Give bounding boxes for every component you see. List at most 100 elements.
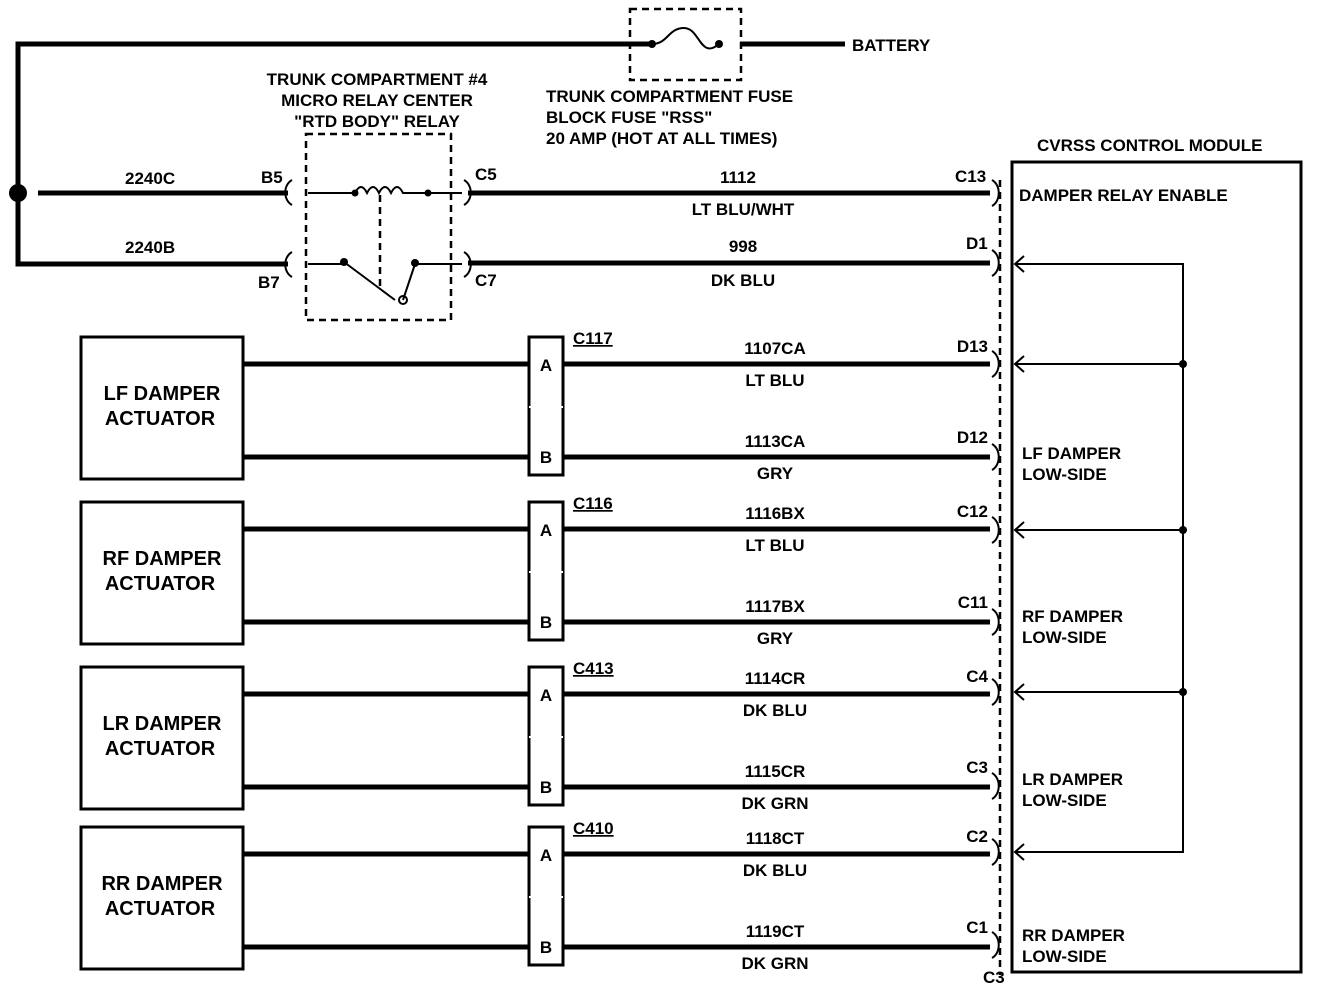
wire-a-circuit: 1118CT: [746, 829, 805, 848]
module-pin-a-label: D13: [957, 337, 988, 356]
battery-feed-wire: [15, 41, 845, 267]
fuse-label-1: TRUNK COMPARTMENT FUSE: [546, 87, 793, 106]
module-pin-a-label: C2: [966, 827, 988, 846]
connector-pin-b: B: [540, 778, 552, 797]
cvrss-control-module-box: [1010, 160, 1303, 974]
switch-lead-right: [402, 263, 462, 301]
module-pin-symbol: [991, 249, 1000, 277]
fuse-label-3: 20 AMP (HOT AT ALL TIMES): [546, 129, 777, 148]
connector-pin-a: A: [540, 521, 552, 540]
pin-c5-label: C5: [475, 165, 497, 184]
splice-point: [9, 184, 27, 202]
wire-2240b-label: 2240B: [125, 238, 175, 257]
actuator-group: LF DAMPER ACTUATOR A B C117 1107CA LT BLU 1113C…: [79, 329, 990, 483]
wire-2240c-label: 2240C: [125, 169, 175, 188]
connector-pin-a: A: [540, 686, 552, 705]
actuator-name-line1: RR DAMPER: [101, 873, 223, 895]
pin-b7-label: B7: [258, 273, 280, 292]
connector-id: C117: [573, 329, 613, 348]
relay-coil-icon: [354, 186, 428, 196]
module-pin-symbol: [991, 179, 1000, 207]
rf-low-side-label-2: LOW-SIDE: [1022, 628, 1107, 647]
fuse-label-2: BLOCK FUSE "RSS": [546, 108, 712, 127]
connector-pin-a: A: [540, 846, 552, 865]
wire-a-color: LT BLU: [745, 371, 804, 390]
wire-b-color: GRY: [757, 629, 794, 648]
module-pin-a-label: C12: [957, 502, 988, 521]
module-pin-b-label: C3: [966, 758, 988, 777]
wire-a-circuit: 1107CA: [744, 339, 805, 358]
module-pin-symbol: [991, 608, 1000, 636]
wire-a-circuit: 1116BX: [745, 504, 805, 523]
connector-id: C410: [573, 819, 614, 838]
module-pin-symbol: [991, 350, 1000, 378]
damper-relay-enable-label: DAMPER RELAY ENABLE: [1019, 186, 1228, 205]
connector-id: C413: [573, 659, 614, 678]
module-pin-symbol: [991, 931, 1000, 959]
module-pin-b-label: C1: [966, 918, 988, 937]
wire-998-color: DK BLU: [711, 271, 775, 290]
relay-switch-arm: [343, 261, 396, 301]
module-pin-symbols: [991, 179, 1000, 959]
actuator-group: RR DAMPER ACTUATOR A B C410 1118CT DK BLU 1119C…: [79, 819, 990, 973]
connector-pin-b: B: [540, 448, 552, 467]
module-connector-label: C3: [983, 968, 1005, 987]
wire-b-circuit: 1119CT: [746, 922, 805, 941]
wire-b-circuit: 1117BX: [745, 597, 805, 616]
pin-d1-label: D1: [966, 234, 988, 253]
module-pin-a-label: C4: [966, 667, 988, 686]
relay-center-label-2: MICRO RELAY CENTER: [281, 91, 473, 110]
actuator-name-line2: ACTUATOR: [105, 738, 216, 760]
actuator-box: [79, 825, 245, 971]
module-pin-b-label: D12: [957, 428, 988, 447]
pin-b5-label: B5: [261, 168, 283, 187]
rf-low-side-label-1: RF DAMPER: [1022, 607, 1123, 626]
wire-b-color: DK GRN: [741, 954, 808, 973]
module-pin-symbol: [991, 772, 1000, 800]
wire-a-circuit: 1114CR: [745, 669, 806, 688]
actuator-name-line2: ACTUATOR: [105, 898, 216, 920]
wire-a-color: LT BLU: [745, 536, 804, 555]
wire-1112-label: 1112: [720, 168, 756, 187]
actuator-box: [79, 335, 245, 481]
connector-pin-b: B: [540, 613, 552, 632]
pin-c7-label: C7: [475, 271, 497, 290]
wire-b-circuit: 1115CR: [745, 762, 806, 781]
rr-low-side-label-1: RR DAMPER: [1022, 926, 1125, 945]
lr-low-side-label-2: LOW-SIDE: [1022, 791, 1107, 810]
lf-low-side-label-1: LF DAMPER: [1022, 444, 1121, 463]
lf-low-side-label-2: LOW-SIDE: [1022, 465, 1107, 484]
actuator-box: [79, 500, 245, 646]
pin-c13-label: C13: [955, 167, 986, 186]
actuator-box: [79, 665, 245, 811]
actuator-group: LR DAMPER ACTUATOR A B C413 1114CR DK BLU 1115C…: [79, 659, 990, 813]
module-pin-symbol: [991, 678, 1000, 706]
fuse-block-outline: [628, 7, 743, 82]
connector-b5-symbol: [284, 179, 293, 206]
actuator-name-line2: ACTUATOR: [105, 408, 216, 430]
module-input-arrows: [1013, 255, 1025, 861]
connector-b7-symbol: [284, 251, 293, 278]
module-pin-symbol: [991, 838, 1000, 866]
relay-center-label-3: "RTD BODY" RELAY: [294, 112, 460, 131]
connector-pin-b: B: [540, 938, 552, 957]
battery-label: BATTERY: [852, 36, 931, 55]
actuator-name-line1: LR DAMPER: [103, 713, 222, 735]
actuator-name-line1: LF DAMPER: [104, 383, 221, 405]
module-title: CVRSS CONTROL MODULE: [1037, 136, 1262, 155]
wire-a-color: DK BLU: [743, 861, 807, 880]
module-bus-branches: [1015, 363, 1183, 693]
connector-pin-a: A: [540, 356, 552, 375]
wire-1112-color: LT BLU/WHT: [692, 200, 795, 219]
wire-a-color: DK BLU: [743, 701, 807, 720]
wire-b-circuit: 1113CA: [745, 432, 806, 451]
module-pin-symbol: [991, 516, 1000, 544]
module-internal-bus: [1015, 263, 1184, 853]
fuse-icon: [651, 26, 720, 50]
actuator-name-line2: ACTUATOR: [105, 573, 216, 595]
relay-box-outline: [304, 132, 453, 322]
lr-low-side-label-1: LR DAMPER: [1022, 770, 1123, 789]
module-pin-b-label: C11: [958, 593, 988, 612]
